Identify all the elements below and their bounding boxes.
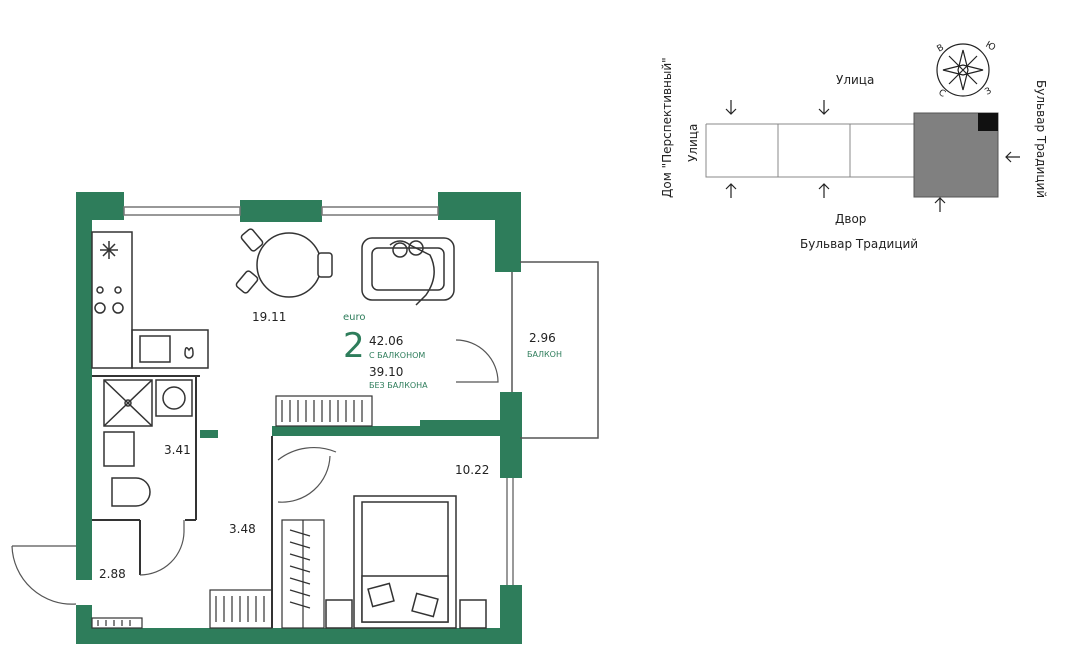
area-with-balcony: 42.06	[369, 334, 403, 348]
area-bedroom: 10.22	[455, 463, 489, 477]
entrance-arrows	[725, 100, 1020, 212]
compass-north: С	[937, 88, 947, 100]
compass-east: В	[936, 43, 946, 55]
doors	[11, 339, 499, 605]
without-balcony-caption: БЕЗ БАЛКОНА	[369, 381, 428, 390]
with-balcony-caption: С БАЛКОНОМ	[369, 351, 425, 360]
windows	[123, 206, 514, 585]
washing-machine-icon	[155, 379, 193, 417]
area-hall: 2.88	[99, 567, 126, 581]
label-left-street: Улица	[686, 124, 700, 162]
apartment-summary: euro 2 42.06 С БАЛКОНОМ 39.10 БЕЗ БАЛКОН…	[343, 312, 428, 390]
exterior-walls	[76, 192, 522, 644]
bed	[325, 495, 487, 629]
tap-icon	[184, 347, 194, 359]
radiators	[91, 395, 373, 629]
toilet-icon	[111, 477, 151, 507]
compass-west: З	[984, 86, 994, 98]
balcony-caption: БАЛКОН	[527, 350, 562, 359]
label-left-building: Дом "Перспективный"	[660, 57, 674, 198]
compass-south: Ю	[984, 40, 998, 54]
area-bathroom: 3.41	[164, 443, 191, 457]
balcony	[511, 261, 599, 439]
compass-icon	[936, 43, 990, 97]
stove-icon	[94, 286, 124, 314]
dining-table	[235, 228, 333, 298]
label-courtyard: Двор	[835, 212, 866, 226]
wardrobe	[281, 519, 325, 629]
area-without-balcony: 39.10	[369, 365, 403, 379]
fridge-snowflake-icon	[100, 241, 118, 259]
bathroom-sink-icon	[103, 431, 135, 467]
site-plan: В Ю С З Улица Двор Бульвар Традиций Улиц…	[660, 40, 1048, 251]
apartment-type: euro	[343, 312, 366, 323]
bathroom-fixtures	[103, 379, 193, 507]
area-corridor: 3.48	[229, 522, 256, 536]
building-section-3	[849, 123, 915, 178]
label-bottom-boulevard: Бульвар Традиций	[800, 237, 918, 251]
apartment-marker	[978, 113, 998, 131]
room-count: 2	[343, 326, 365, 366]
building-section-1	[705, 123, 779, 178]
sofa	[361, 237, 455, 306]
label-top-street: Улица	[836, 73, 874, 87]
building-section-2	[777, 123, 851, 178]
kitchen	[91, 231, 209, 369]
label-right-boulevard: Бульвар Традиций	[1034, 80, 1048, 198]
area-living: 19.11	[252, 310, 286, 324]
area-balcony: 2.96	[529, 331, 556, 345]
sink-icon	[139, 335, 171, 363]
